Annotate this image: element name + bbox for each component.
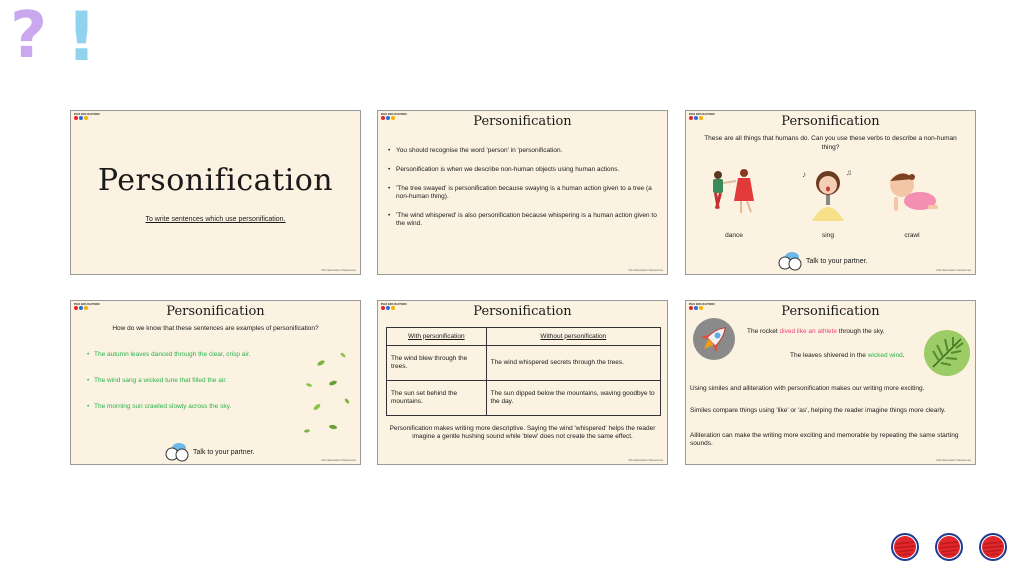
simile-highlight: dived like an athlete — [779, 328, 837, 335]
learning-objective: To write sentences which use personifica… — [145, 216, 286, 223]
credit-text: Pax Education Resources — [936, 268, 971, 272]
verb-label-sing: sing — [822, 232, 834, 239]
paragraph: Using similes and alliteration with pers… — [690, 385, 925, 392]
pax-logo: PAX EDUCATION — [74, 112, 100, 120]
slide-title: Personification — [473, 114, 572, 129]
leaves-sentence: The leaves shivered in the wicked wind. — [790, 352, 905, 359]
rocket-icon — [693, 318, 735, 360]
talk-partner-prompt: Talk to your partner. — [778, 251, 867, 271]
palm-leaf-icon — [924, 330, 970, 376]
slide-thumbnail-4[interactable]: PAX EDUCATION Personification How do we … — [70, 300, 361, 465]
dancing-couple-illustration — [713, 169, 754, 213]
bullet-item: You should recognise the word 'person' i… — [388, 147, 657, 155]
speech-bubbles-icon — [778, 252, 802, 271]
table-cell: The sun set behind the mountains. — [386, 380, 487, 416]
table-header: Without personification — [485, 327, 662, 346]
singing-girl-illustration: ♪ ♫ — [802, 168, 852, 221]
comparison-table: With personification Without personifica… — [386, 327, 662, 416]
slide-thumbnail-3[interactable]: PAX EDUCATION Personification These are … — [685, 110, 976, 275]
speech-bubbles-icon — [165, 443, 189, 462]
bullet-item: 'The tree swayed' is personification bec… — [388, 185, 657, 201]
example-sentence: The autumn leaves danced through the cle… — [87, 351, 250, 358]
explanation-note: Personification makes writing more descr… — [389, 425, 656, 440]
talk-partner-prompt: Talk to your partner. — [165, 442, 254, 462]
credit-text: Pax Education Resources — [936, 458, 971, 462]
crawling-baby-illustration — [890, 173, 938, 211]
slide-title: Personification — [473, 304, 572, 319]
example-sentence: The wind sang a wicked tune that filled … — [87, 377, 250, 384]
slide-question: These are all things that humans do. Can… — [704, 135, 957, 151]
credit-text: Pax Education Resources — [321, 268, 356, 272]
credit-text: Pax Education Resources — [628, 268, 663, 272]
exclamation-mark-decoration: ! — [66, 0, 98, 77]
table-row: The sun set behind the mountains. The su… — [386, 380, 662, 416]
pax-logo: PAX EDUCATION — [689, 112, 715, 120]
slide-thumbnail-1[interactable]: PAX EDUCATION Personification To write s… — [70, 110, 361, 275]
paragraph: Similes compare things using 'like' or '… — [690, 407, 946, 414]
bullet-item: 'The wind whispered' is also personifica… — [388, 212, 657, 228]
slide-title: Personification — [781, 114, 880, 129]
example-sentence: The morning sun crawled slowly across th… — [87, 403, 250, 410]
red-scribble-button-3[interactable] — [978, 532, 1008, 562]
pax-logo: PAX EDUCATION — [381, 302, 407, 310]
bullet-list: You should recognise the word 'person' i… — [388, 147, 657, 239]
red-scribble-button-1[interactable] — [890, 532, 920, 562]
rocket-sentence: The rocket dived like an athlete through… — [747, 328, 885, 335]
pax-logo: PAX EDUCATION — [74, 302, 100, 310]
slide-title: Personification — [166, 304, 265, 319]
slide-thumbnail-5[interactable]: PAX EDUCATION Personification With perso… — [377, 300, 668, 465]
verb-label-dance: dance — [725, 232, 743, 239]
pax-logo: PAX EDUCATION — [689, 302, 715, 310]
table-row: The wind blew through the trees. The win… — [386, 345, 662, 381]
talk-partner-text: Talk to your partner. — [193, 448, 255, 456]
verb-label-crawl: crawl — [904, 232, 920, 239]
credit-text: Pax Education Resources — [628, 458, 663, 462]
example-sentence-list: The autumn leaves danced through the cle… — [87, 351, 250, 429]
paragraph: Alliteration can make the writing more e… — [690, 432, 959, 447]
question-mark-decoration: ? — [10, 0, 48, 73]
slide-thumbnail-2[interactable]: PAX EDUCATION Personification You should… — [377, 110, 668, 275]
alliteration-highlight: wicked wind — [867, 352, 903, 359]
table-cell: The sun dipped below the mountains, wavi… — [485, 380, 662, 416]
bullet-item: Personification is when we describe non-… — [388, 166, 657, 174]
red-scribble-button-2[interactable] — [934, 532, 964, 562]
credit-text: Pax Education Resources — [321, 458, 356, 462]
svg-text:♫: ♫ — [846, 168, 852, 177]
svg-text:♪: ♪ — [802, 170, 806, 179]
slide-title: Personification — [781, 304, 880, 319]
slide-thumbnail-6[interactable]: PAX EDUCATION Personification The rocket… — [685, 300, 976, 465]
talk-partner-text: Talk to your partner. — [806, 257, 868, 265]
table-cell: The wind blew through the trees. — [386, 345, 487, 381]
slide-question: How do we know that these sentences are … — [112, 325, 319, 332]
slide-title: Personification — [97, 163, 334, 198]
table-cell: The wind whispered secrets through the t… — [485, 345, 662, 381]
pax-logo: PAX EDUCATION — [381, 112, 407, 120]
falling-leaves-illustration — [304, 352, 350, 433]
table-header: With personification — [386, 327, 487, 346]
